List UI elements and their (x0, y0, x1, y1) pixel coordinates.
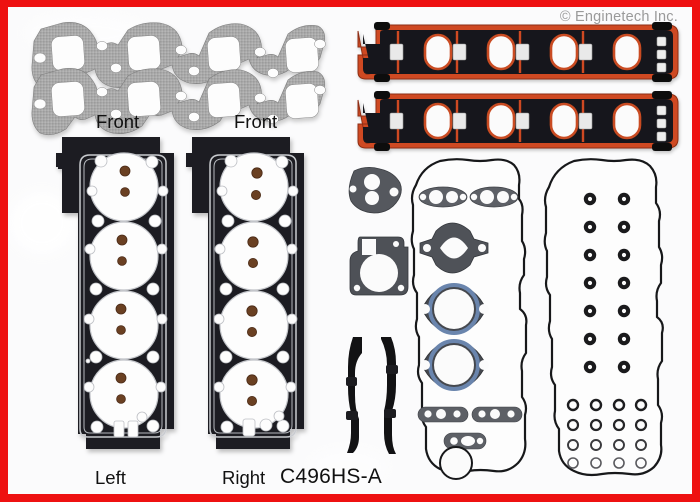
oval-port-gasket-single (443, 432, 487, 450)
diamond-flange-gasket (419, 222, 489, 274)
label-front-right: Front (234, 111, 278, 132)
exhaust-manifold-gasket-2 (31, 68, 326, 136)
cylinder-head-gasket-right (186, 137, 304, 449)
cylinder-bore (219, 152, 289, 429)
valley-pan-seal-2 (381, 337, 398, 454)
valley-pan-seal-1 (346, 337, 362, 453)
intake-manifold-gasket-1 (357, 22, 679, 82)
egr-valve-gasket (348, 167, 402, 214)
water-pump-gasket (349, 236, 409, 296)
label-head-right: Right (222, 467, 266, 488)
intake-manifold-gasket-2 (357, 91, 679, 151)
thermostat-housing-gasket-2 (420, 339, 489, 391)
cylinder-head-gasket-left (56, 137, 174, 449)
label-front-left: Front (96, 111, 140, 132)
valve-cover-gasket-right (543, 158, 664, 477)
exhaust-manifold-gasket-group-2 (31, 68, 326, 136)
round-seal-ring (439, 446, 473, 480)
copyright-notice: © Enginetech Inc. (559, 9, 678, 25)
exhaust-manifold-gasket-1 (31, 22, 326, 90)
o-ring-seal (566, 398, 648, 469)
thermostat-housing-gasket-1 (420, 283, 489, 335)
part-number: C496HS-A (280, 465, 382, 488)
cylinder-bore (89, 152, 159, 429)
exhaust-manifold-gasket-group (31, 22, 326, 90)
label-head-left: Left (95, 467, 126, 488)
valve-cover-gasket-left (410, 158, 528, 480)
photo-canvas: © Enginetech Inc. (8, 7, 692, 494)
